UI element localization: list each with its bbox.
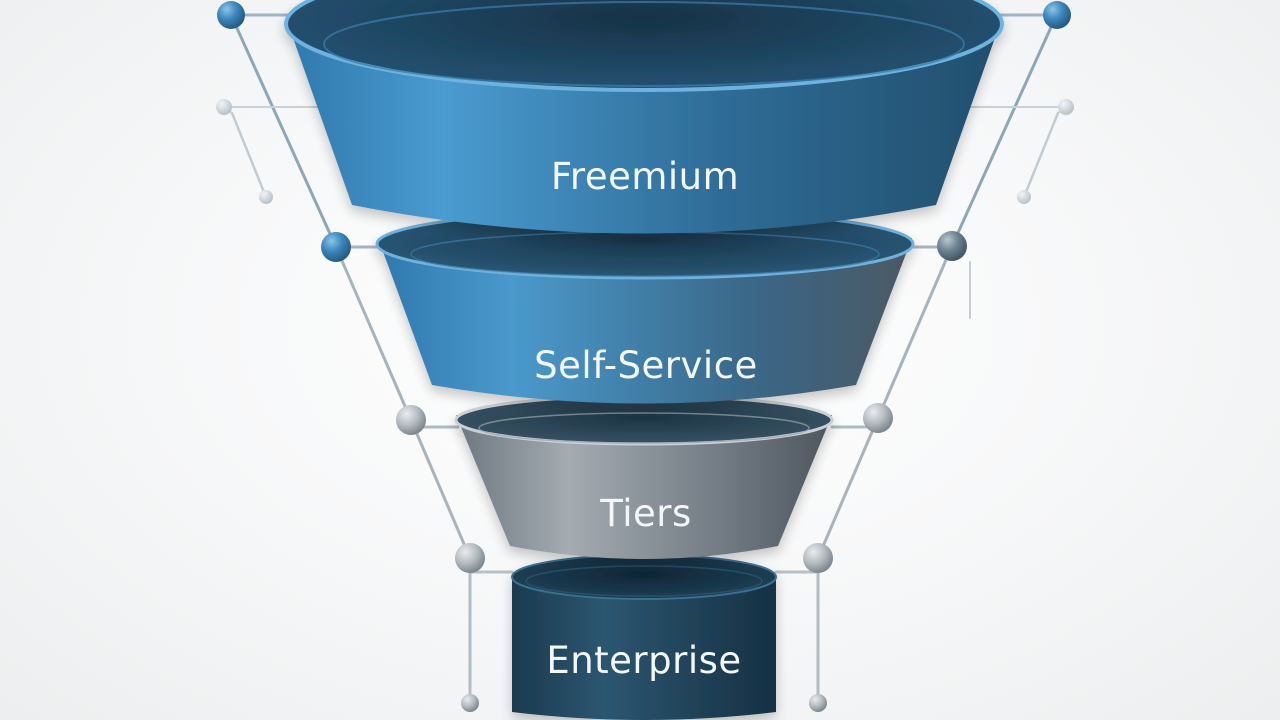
connector-nodes (216, 1, 1074, 712)
connector-line (876, 244, 954, 420)
node-dot (809, 694, 827, 712)
stage-label-enterprise: Enterprise (546, 639, 741, 682)
connector-line (409, 418, 472, 560)
node-dot (321, 232, 351, 262)
stage-body (456, 415, 832, 559)
stage-label-freemium: Freemium (551, 155, 739, 198)
connector-line (950, 12, 1059, 248)
stage-rim (284, 0, 1004, 92)
node-dot (1017, 190, 1031, 204)
connector-line (230, 111, 268, 199)
connector-line (816, 416, 880, 560)
stage-body (512, 575, 776, 720)
node-dot (259, 190, 273, 204)
node-dot (461, 694, 479, 712)
node-dot (216, 99, 232, 115)
stage-body (378, 238, 912, 404)
node-dot (863, 403, 893, 433)
funnel-stage-enterprise: Enterprise (511, 554, 777, 720)
node-dot (217, 1, 245, 29)
stage-label-tiers: Tiers (599, 492, 692, 535)
stage-label-self-service: Self-Service (534, 344, 758, 387)
stage-rim-inner (323, 1, 965, 87)
stage-rim-inner (478, 412, 810, 444)
node-dot (937, 231, 967, 261)
connector-line (229, 13, 338, 249)
stage-rim (511, 554, 777, 600)
node-dot (803, 543, 833, 573)
node-dot (455, 543, 485, 573)
node-dot (396, 405, 426, 435)
funnel-stage-tiers: Tiers (454, 394, 834, 559)
connector-line (334, 245, 413, 422)
node-dot (1058, 99, 1074, 115)
connector-line (1022, 111, 1060, 199)
funnel-stage-freemium: Freemium (284, 0, 1004, 234)
node-dot (1043, 1, 1071, 29)
stage-rim-inner (525, 565, 763, 597)
funnel-stage-self-service: Self-Service (375, 208, 915, 404)
